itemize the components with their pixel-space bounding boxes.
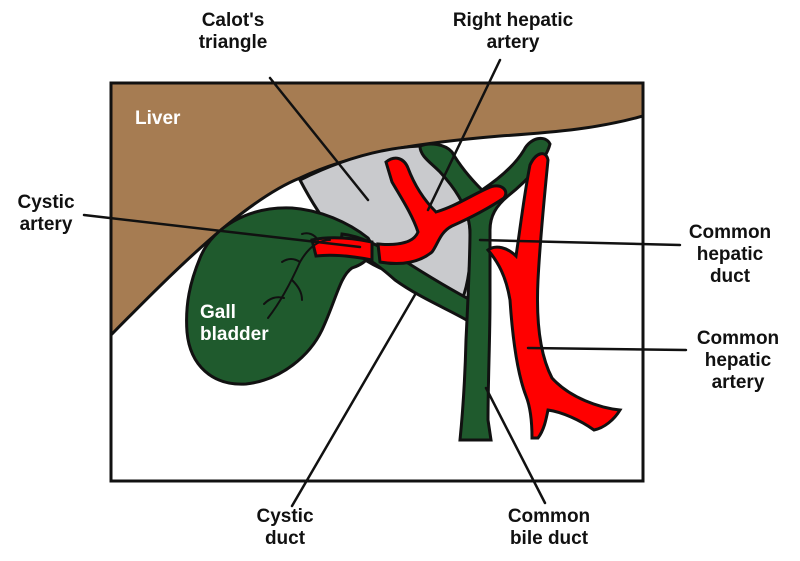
leader-common-bile-duct [484, 386, 547, 505]
label-calots-triangle-line2: triangle [198, 32, 268, 53]
label-common-hepatic-duct: Common hepatic duct [680, 222, 780, 288]
label-cystic-duct: Cystic duct [240, 506, 330, 550]
common-hepatic-artery-shape [485, 152, 623, 440]
label-right-hepatic-artery-line2: artery [486, 32, 540, 53]
label-gall-bladder: Gall bladder [200, 302, 269, 346]
label-gall-bladder-line1: Gall [200, 302, 236, 323]
leader-cystic-duct [290, 291, 418, 508]
leader-lines [82, 58, 688, 508]
label-cystic-duct-line1: Cystic [256, 506, 314, 527]
label-common-hepatic-artery-line3: artery [711, 372, 765, 393]
label-common-hepatic-duct-line1: Common [688, 222, 772, 243]
label-common-hepatic-duct-line3: duct [709, 266, 751, 287]
leader-common-hepatic-duct [478, 238, 682, 247]
label-common-bile-duct: Common bile duct [494, 506, 604, 550]
label-cystic-artery: Cystic artery [10, 192, 82, 236]
right-hepatic-artery-shape [376, 156, 508, 266]
label-calots-triangle-line1: Calot's [201, 10, 265, 31]
label-gall-bladder-line2: bladder [200, 324, 269, 345]
diagram-frame [109, 81, 645, 483]
label-common-bile-duct-line1: Common [507, 506, 591, 527]
label-calots-triangle: Calot's triangle [178, 10, 288, 54]
label-right-hepatic-artery-line1: Right hepatic [452, 10, 574, 31]
label-common-hepatic-artery-line2: hepatic [704, 350, 772, 371]
label-liver-text: Liver [135, 108, 181, 129]
label-common-bile-duct-line2: bile duct [509, 528, 589, 549]
label-common-hepatic-duct-line2: hepatic [696, 244, 764, 265]
label-common-hepatic-artery-line1: Common [696, 328, 780, 349]
leader-cystic-artery [82, 213, 362, 249]
leader-right-hepatic-artery [426, 58, 502, 212]
label-cystic-duct-line2: duct [264, 528, 306, 549]
leader-calots-triangle [268, 76, 370, 202]
leader-common-hepatic-artery [526, 346, 688, 352]
label-cystic-artery-line1: Cystic [17, 192, 75, 213]
label-liver: Liver [135, 108, 180, 130]
label-right-hepatic-artery: Right hepatic artery [438, 10, 588, 54]
label-cystic-artery-line2: artery [19, 214, 73, 235]
label-common-hepatic-artery: Common hepatic artery [686, 328, 790, 394]
